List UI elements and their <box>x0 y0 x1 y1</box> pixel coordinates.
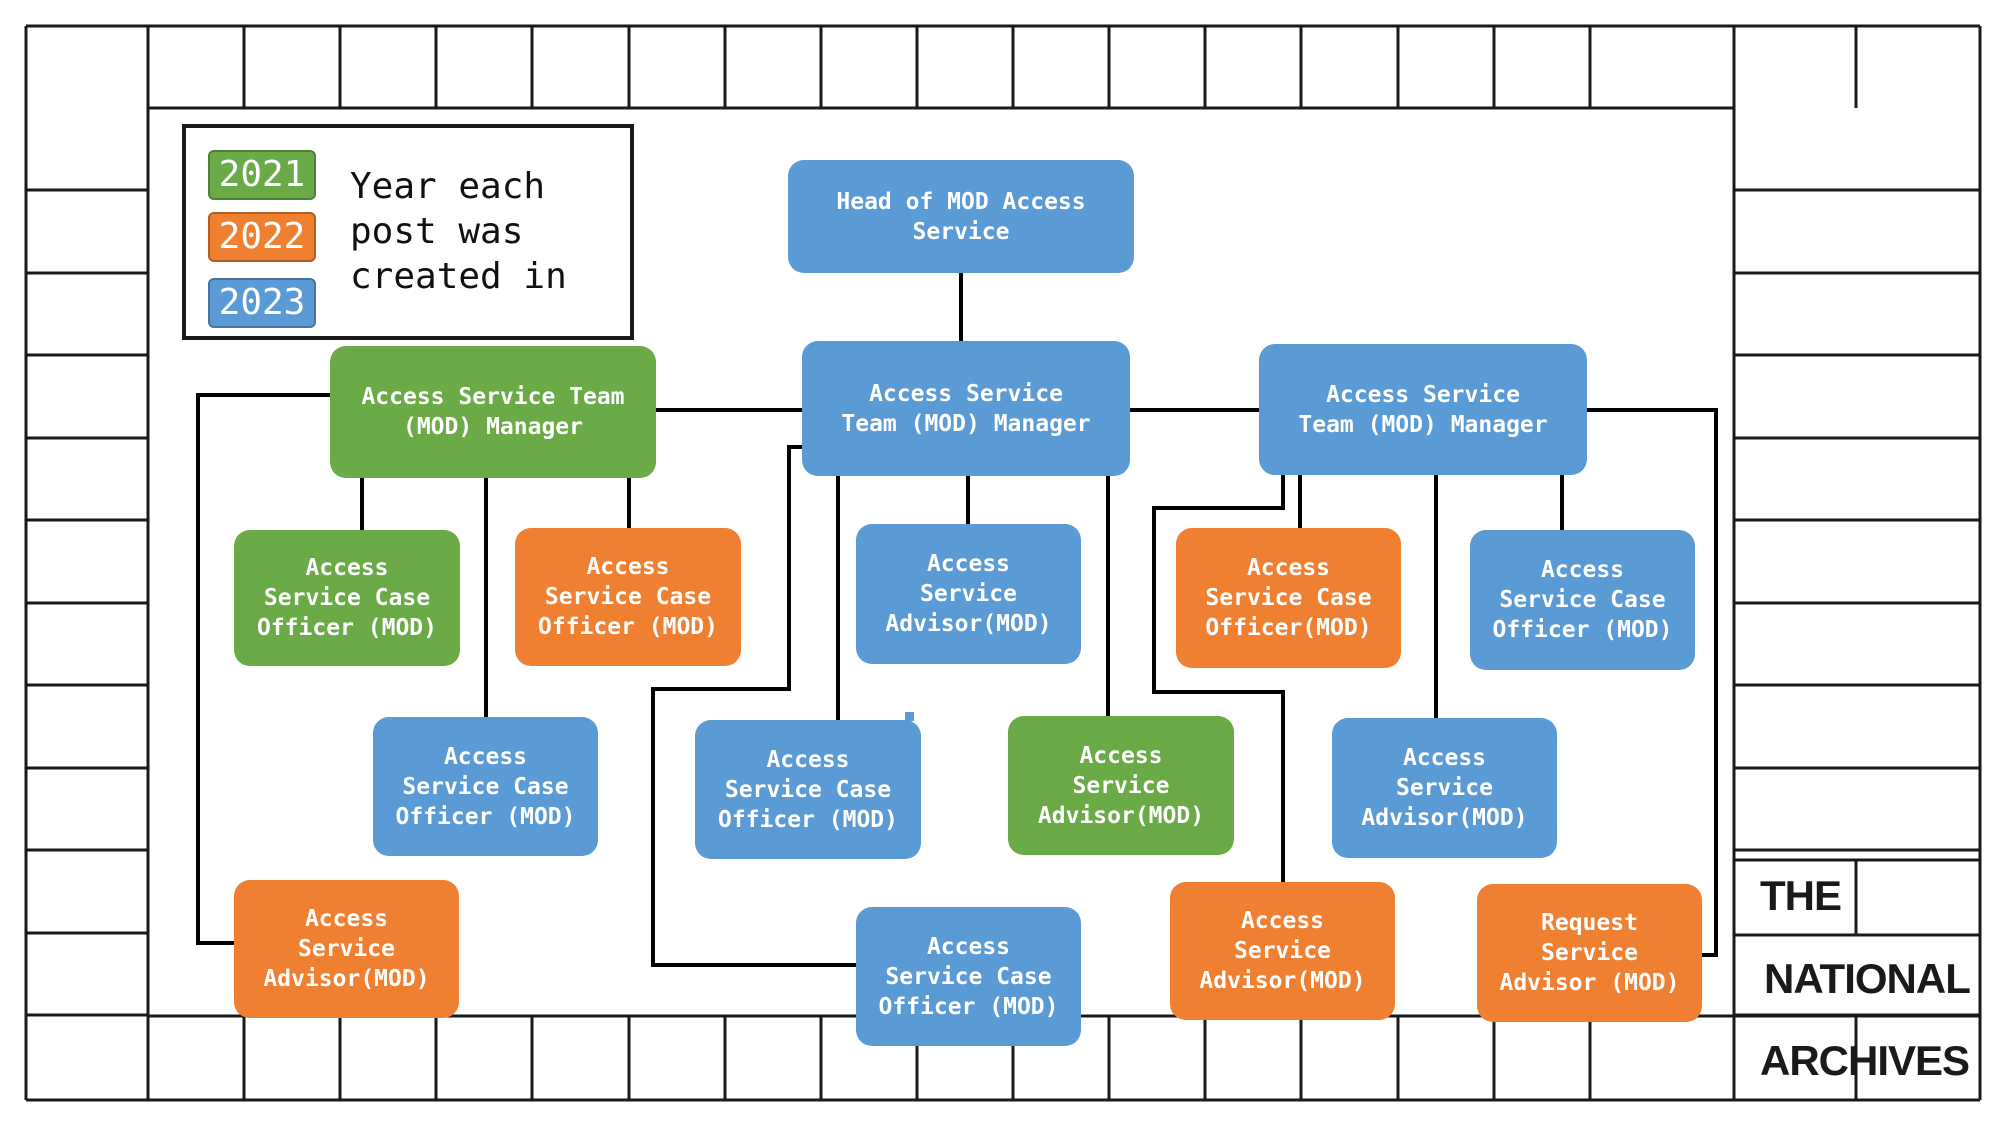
legend: 2021 2022 2023 Year each post was create… <box>182 124 634 340</box>
connector-right-manager-to-request-r5 <box>1587 408 1718 957</box>
node-head-of-mod-access-service: Head of MOD Access Service <box>788 160 1134 273</box>
node-officer-l3: Access Service Case Officer (MOD) <box>373 717 598 856</box>
node-advisor-c1: Access Service Advisor(MOD) <box>856 524 1081 664</box>
node-advisor-r4: Access Service Advisor(MOD) <box>1170 882 1395 1020</box>
legend-swatch-2023: 2023 <box>208 278 316 328</box>
node-manager-center: Access Service Team (MOD) Manager <box>802 341 1130 476</box>
node-advisor-c3: Access Service Advisor(MOD) <box>1008 716 1234 855</box>
node-officer-r1: Access Service Case Officer(MOD) <box>1176 528 1401 668</box>
connector-left-manager-to-advisor-l4 <box>196 393 330 945</box>
node-advisor-l4: Access Service Advisor(MOD) <box>234 880 459 1018</box>
node-manager-right: Access Service Team (MOD) Manager <box>1259 344 1587 475</box>
node-officer-c4: Access Service Case Officer (MOD) <box>856 907 1081 1046</box>
logo-word-archives: ARCHIVES <box>1760 1037 1970 1084</box>
node-officer-r2: Access Service Case Officer (MOD) <box>1470 530 1695 670</box>
selection-handle <box>905 712 914 721</box>
node-manager-left: Access Service Team (MOD) Manager <box>330 346 656 478</box>
node-officer-l1: Access Service Case Officer (MOD) <box>234 530 460 666</box>
legend-swatch-2022: 2022 <box>208 212 316 262</box>
legend-caption: Year each post was created in <box>350 166 567 297</box>
node-officer-l2: Access Service Case Officer (MOD) <box>515 528 741 666</box>
connector-right-manager-to-advisor-r4 <box>1152 475 1285 882</box>
logo-word-the: THE <box>1760 872 1842 919</box>
node-advisor-r3: Access Service Advisor(MOD) <box>1332 718 1557 858</box>
node-officer-c2: Access Service Case Officer (MOD) <box>695 720 921 859</box>
legend-swatch-2021: 2021 <box>208 150 316 200</box>
connector-center-manager-to-officer-c4 <box>651 445 856 967</box>
logo-word-national: NATIONAL <box>1764 955 1971 1002</box>
node-request-r5: Request Service Advisor (MOD) <box>1477 884 1702 1022</box>
